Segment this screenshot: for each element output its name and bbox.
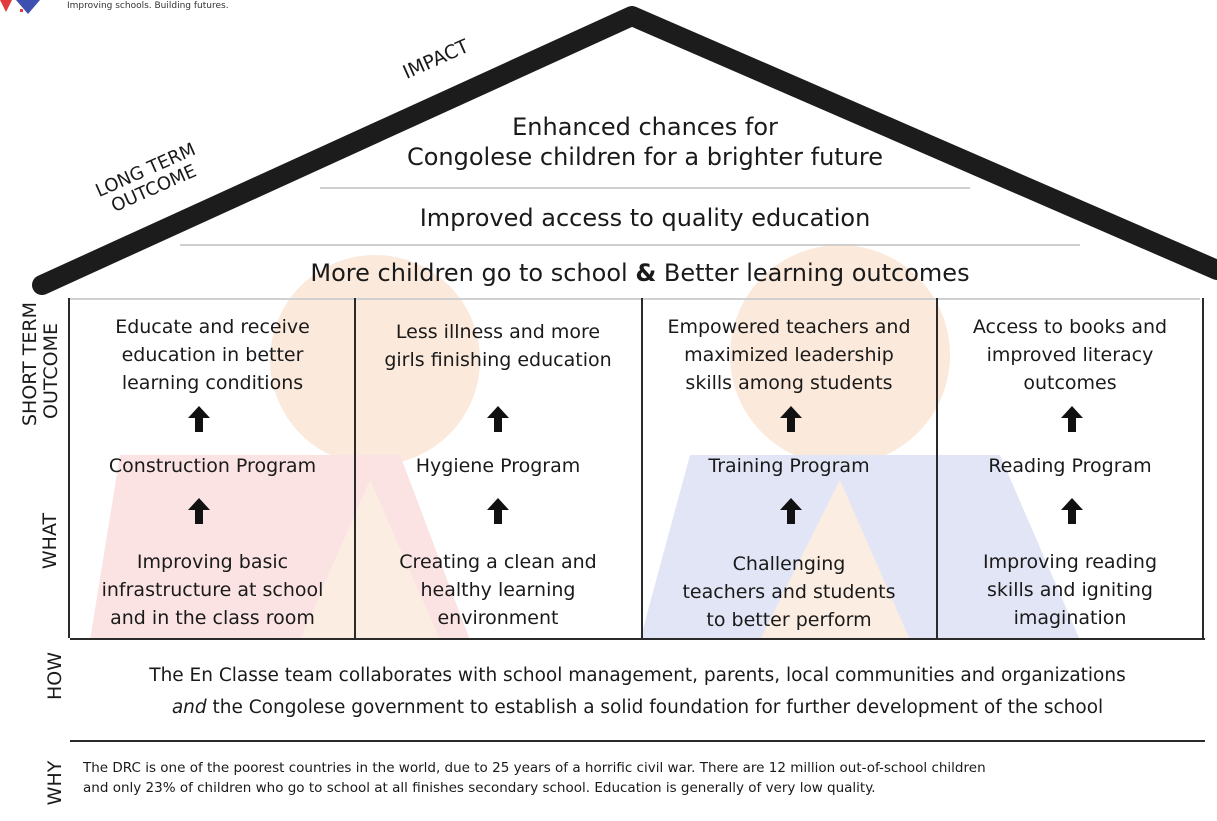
how-label: HOW: [44, 651, 66, 701]
column-2-approach: Creating a clean and healthy learning en…: [358, 548, 638, 632]
column-border-2: [641, 298, 643, 638]
short-term-outcome-label: SHORT TERM OUTCOME: [19, 302, 62, 426]
impact-text: Enhanced chances for Congolese children …: [330, 112, 960, 172]
column-2-outcome-line1: Less illness and more: [395, 321, 601, 343]
how-line2-rest: the Congolese government to establish a …: [206, 697, 1104, 718]
column-4-approach-line1: Improving reading: [982, 551, 1158, 573]
arrow-up-icon: [780, 406, 802, 432]
short-term-label-line2: OUTCOME: [40, 323, 62, 419]
column-3-program: Training Program: [708, 455, 870, 477]
impact-line2: Congolese children for a brighter future: [406, 143, 884, 171]
logo: [0, 0, 60, 16]
column-border-3: [936, 298, 938, 638]
arrow-up-icon: [188, 406, 210, 432]
column-1-approach-line3: and in the class room: [110, 607, 315, 629]
goal-ampersand: &: [635, 259, 657, 287]
column-1-outcome: Educate and receive education in better …: [75, 313, 350, 397]
why-label: WHY: [44, 760, 66, 806]
impact-line1: Enhanced chances for: [512, 113, 778, 141]
arrow-up-icon: [1061, 406, 1083, 432]
column-4-outcome: Access to books and improved literacy ou…: [940, 313, 1200, 397]
column-3-outcome-line2: maximized leadership: [684, 344, 894, 366]
arrow-up-icon: [487, 406, 509, 432]
column-2-approach-line1: Creating a clean and: [399, 551, 597, 573]
column-3-outcome-line3: skills among students: [685, 372, 893, 394]
why-line2: and only 23% of children who go to schoo…: [83, 780, 876, 796]
column-3-approach: Challenging teachers and students to bet…: [645, 550, 933, 634]
divider-how-bottom: [70, 740, 1205, 742]
column-3-approach-line2: teachers and students: [682, 581, 896, 603]
column-1-outcome-line1: Educate and receive: [115, 316, 310, 338]
column-1-approach-line1: Improving basic: [136, 551, 289, 573]
column-border-1: [354, 298, 356, 638]
how-text: The En Classe team collaborates with sch…: [70, 660, 1205, 724]
column-4-outcome-line2: improved literacy: [986, 344, 1154, 366]
logo-icon: [0, 0, 40, 14]
how-line2: and the Congolese government to establis…: [70, 692, 1205, 724]
column-4-approach-line3: imagination: [1013, 607, 1127, 629]
column-2-approach-line3: environment: [437, 607, 559, 629]
column-4-outcome-line3: outcomes: [1023, 372, 1117, 394]
column-4-outcome-line1: Access to books and: [972, 316, 1168, 338]
divider-impact: [320, 187, 970, 189]
column-1-approach: Improving basic infrastructure at school…: [75, 548, 350, 632]
column-1-outcome-line3: learning conditions: [121, 372, 304, 394]
tagline: Improving schools. Building futures.: [67, 1, 229, 11]
column-2-outcome: Less illness and more girls finishing ed…: [358, 318, 638, 374]
column-border-right: [1202, 298, 1204, 638]
goal-more-children: More children go to school: [310, 259, 628, 287]
how-line2-emphasis: and: [171, 697, 207, 718]
column-2-approach-line2: healthy learning: [420, 579, 576, 601]
column-1-approach-line2: infrastructure at school: [101, 579, 324, 601]
arrow-up-icon: [188, 498, 210, 524]
divider-columns-top: [70, 298, 1200, 300]
long-term-outcome-text: Improved access to quality education: [419, 204, 871, 232]
column-3-approach-line1: Challenging: [732, 553, 846, 575]
column-4-approach-line2: skills and igniting: [987, 579, 1153, 601]
divider-long-term: [180, 244, 1080, 246]
what-label: WHAT: [39, 512, 61, 570]
short-term-label-line1: SHORT TERM: [19, 302, 41, 426]
column-border-left: [68, 298, 70, 638]
column-3-outcome: Empowered teachers and maximized leaders…: [645, 313, 933, 397]
column-2-outcome-line2: girls finishing education: [384, 349, 612, 371]
column-3-approach-line3: to better perform: [706, 609, 872, 631]
arrow-up-icon: [487, 498, 509, 524]
goals-text: More children go to school & Better lear…: [180, 258, 1100, 288]
arrow-up-icon: [1061, 498, 1083, 524]
column-1-program: Construction Program: [108, 455, 317, 477]
column-1-outcome-line2: education in better: [121, 344, 304, 366]
column-4-program: Reading Program: [988, 455, 1152, 477]
column-4-approach: Improving reading skills and igniting im…: [940, 548, 1200, 632]
why-text: The DRC is one of the poorest countries …: [83, 758, 1208, 798]
column-2-program: Hygiene Program: [415, 455, 581, 477]
divider-how-top: [70, 638, 1205, 640]
column-3-outcome-line1: Empowered teachers and: [667, 316, 911, 338]
how-line1: The En Classe team collaborates with sch…: [149, 665, 1126, 686]
arrow-up-icon: [780, 498, 802, 524]
house-roof: [32, 6, 1217, 295]
goal-better-learning: Better learning outcomes: [663, 259, 970, 287]
why-line1: The DRC is one of the poorest countries …: [83, 760, 986, 776]
